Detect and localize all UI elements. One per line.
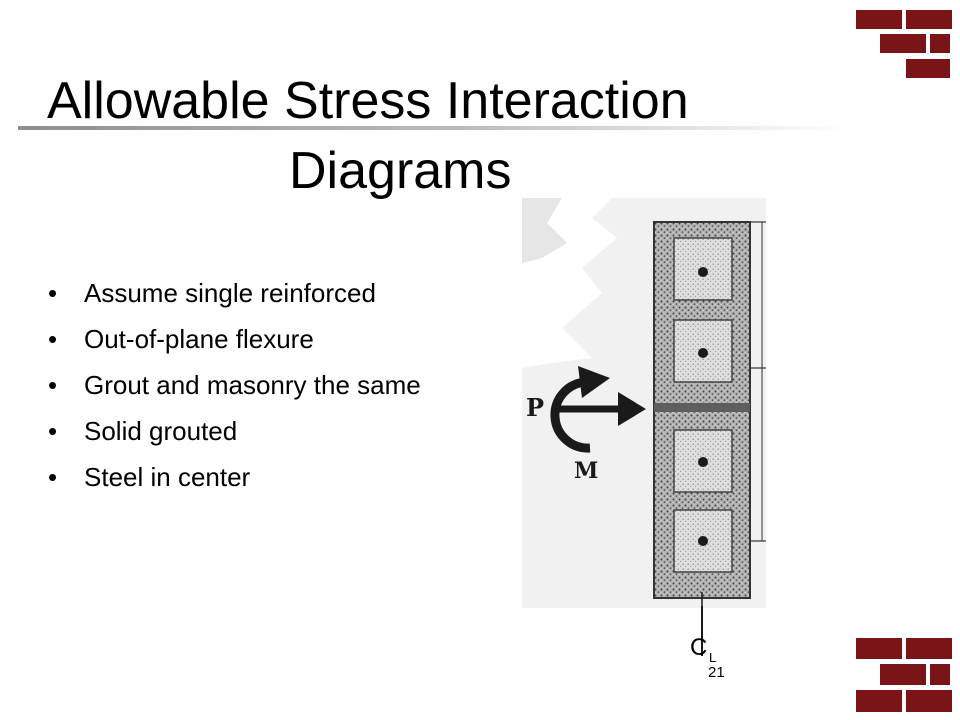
brick-icon bbox=[906, 638, 952, 659]
slide-title-line1: Allowable Stress Interaction bbox=[47, 72, 689, 130]
wall-section-drawing: P M bbox=[522, 198, 766, 608]
bullet-item: • Assume single reinforced bbox=[48, 274, 421, 320]
brick-icon bbox=[856, 638, 902, 659]
bullet-item: • Out-of-plane flexure bbox=[48, 320, 421, 366]
brick-icon bbox=[906, 59, 950, 78]
bullet-icon: • bbox=[48, 416, 58, 446]
bullet-text: Out-of-plane flexure bbox=[84, 324, 314, 354]
bullet-text: Solid grouted bbox=[84, 416, 238, 446]
brick-logo-bottom bbox=[852, 638, 952, 714]
bullet-icon: • bbox=[48, 462, 58, 492]
bullet-item: • Grout and masonry the same bbox=[48, 366, 421, 412]
bullet-item: • Steel in center bbox=[48, 458, 421, 504]
wall-section-figure: P M bbox=[522, 198, 766, 608]
centerline-subscript: L bbox=[709, 650, 717, 665]
moment-arrowhead-icon bbox=[578, 366, 610, 398]
brick-icon bbox=[856, 690, 902, 712]
brick-icon bbox=[906, 10, 952, 29]
brick-logo-top bbox=[852, 10, 952, 80]
bullet-item: • Solid grouted bbox=[48, 412, 421, 458]
title-divider bbox=[18, 126, 848, 130]
moment-label: M bbox=[574, 458, 598, 484]
brick-icon bbox=[880, 34, 926, 53]
bullet-icon: • bbox=[48, 324, 58, 354]
mortar-joint bbox=[654, 403, 750, 412]
page-number: 21 bbox=[708, 664, 725, 681]
load-arrowhead-icon bbox=[618, 392, 646, 426]
bullet-text: Assume single reinforced bbox=[84, 278, 376, 308]
brick-icon bbox=[880, 664, 926, 685]
rebar-icon bbox=[698, 536, 708, 546]
centerline-symbol: C bbox=[690, 634, 708, 661]
brick-icon bbox=[856, 10, 902, 29]
bullet-list: • Assume single reinforced • Out-of-plane … bbox=[48, 274, 421, 504]
brick-icon bbox=[906, 690, 952, 712]
rebar-icon bbox=[698, 348, 708, 358]
scan-shade bbox=[522, 198, 567, 263]
bullet-icon: • bbox=[48, 278, 58, 308]
brick-icon bbox=[930, 34, 950, 53]
moment-arc-icon bbox=[550, 377, 591, 453]
centerline-extension bbox=[701, 606, 703, 656]
bullet-text: Grout and masonry the same bbox=[84, 370, 421, 400]
brick-icon bbox=[930, 664, 950, 685]
slide-title-line2: Diagrams bbox=[289, 142, 512, 200]
rebar-icon bbox=[698, 457, 708, 467]
load-label: P bbox=[526, 393, 544, 422]
bullet-icon: • bbox=[48, 370, 58, 400]
rebar-icon bbox=[698, 267, 708, 277]
bullet-text: Steel in center bbox=[84, 462, 251, 492]
